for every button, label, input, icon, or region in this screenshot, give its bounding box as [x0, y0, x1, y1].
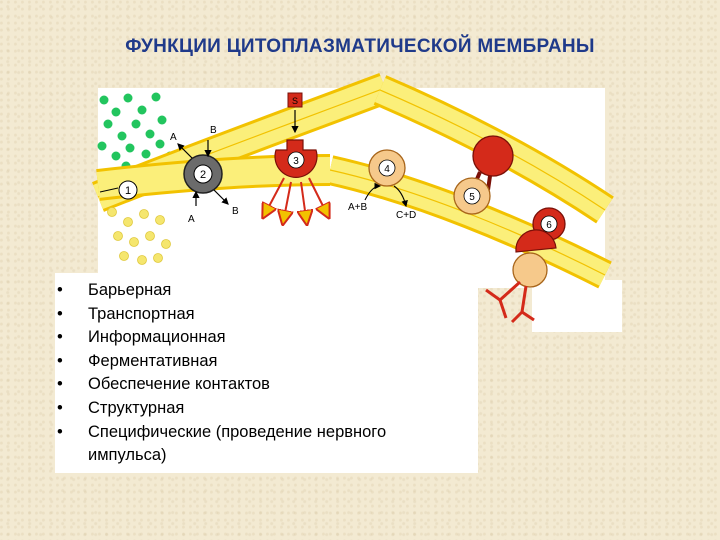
signal-receptor: S 3 — [266, 92, 326, 218]
bullet: • — [57, 351, 63, 370]
functions-list: • Барьерная • Транспортная • Информационная… — [55, 279, 478, 468]
svg-text:B: B — [210, 125, 217, 136]
list-item: • Структурная — [55, 397, 458, 421]
function-label: Обеспечение контактов — [88, 375, 270, 394]
function-label: Транспортная — [88, 304, 195, 323]
functions-box: • Барьерная • Транспортная • Информационная… — [55, 273, 478, 473]
transport-protein: 2 A B A B — [170, 125, 239, 225]
svg-text:A: A — [188, 214, 195, 225]
svg-text:1: 1 — [125, 185, 131, 197]
list-item: • Информационная — [55, 326, 458, 350]
svg-text:A+B: A+B — [348, 202, 368, 213]
svg-text:4: 4 — [384, 164, 390, 175]
svg-text:A: A — [170, 132, 177, 143]
yellow-particles — [107, 207, 171, 265]
bullet: • — [57, 398, 63, 417]
function-label: Барьерная — [88, 281, 172, 299]
bullet: • — [57, 422, 63, 441]
bullet: • — [57, 375, 63, 394]
cell-contact: 5 — [453, 135, 514, 215]
svg-text:5: 5 — [469, 192, 475, 203]
enzyme: 4 A+B C+D — [348, 149, 416, 221]
list-item: • Ферментативная — [55, 350, 458, 374]
svg-text:6: 6 — [546, 220, 552, 231]
svg-text:S: S — [292, 96, 298, 106]
bullet: • — [57, 328, 63, 347]
structural-protein: 6 — [485, 207, 566, 324]
svg-text:2: 2 — [200, 169, 206, 181]
bullet: • — [57, 304, 63, 323]
function-label: Специфические (проведение нервного импул… — [88, 422, 387, 465]
page-title: ФУНКЦИИ ЦИТОПЛАЗМАТИЧЕСКОЙ МЕМБРАНЫ — [125, 36, 595, 57]
svg-text:3: 3 — [293, 156, 299, 167]
bullet: • — [57, 281, 63, 299]
function-label: Структурная — [88, 398, 185, 417]
list-item: • Транспортная — [55, 303, 458, 327]
svg-text:C+D: C+D — [396, 210, 416, 221]
list-item: • Обеспечение контактов — [55, 373, 458, 397]
function-label: Информационная — [88, 328, 226, 347]
list-item: • Барьерная — [55, 279, 458, 303]
diagram-background-extension — [532, 280, 622, 332]
function-label: Ферментативная — [88, 351, 218, 370]
svg-text:B: B — [232, 206, 239, 217]
barrier-marker: 1 — [99, 180, 138, 200]
list-item: • Специфические (проведение нервного импу… — [55, 421, 458, 468]
